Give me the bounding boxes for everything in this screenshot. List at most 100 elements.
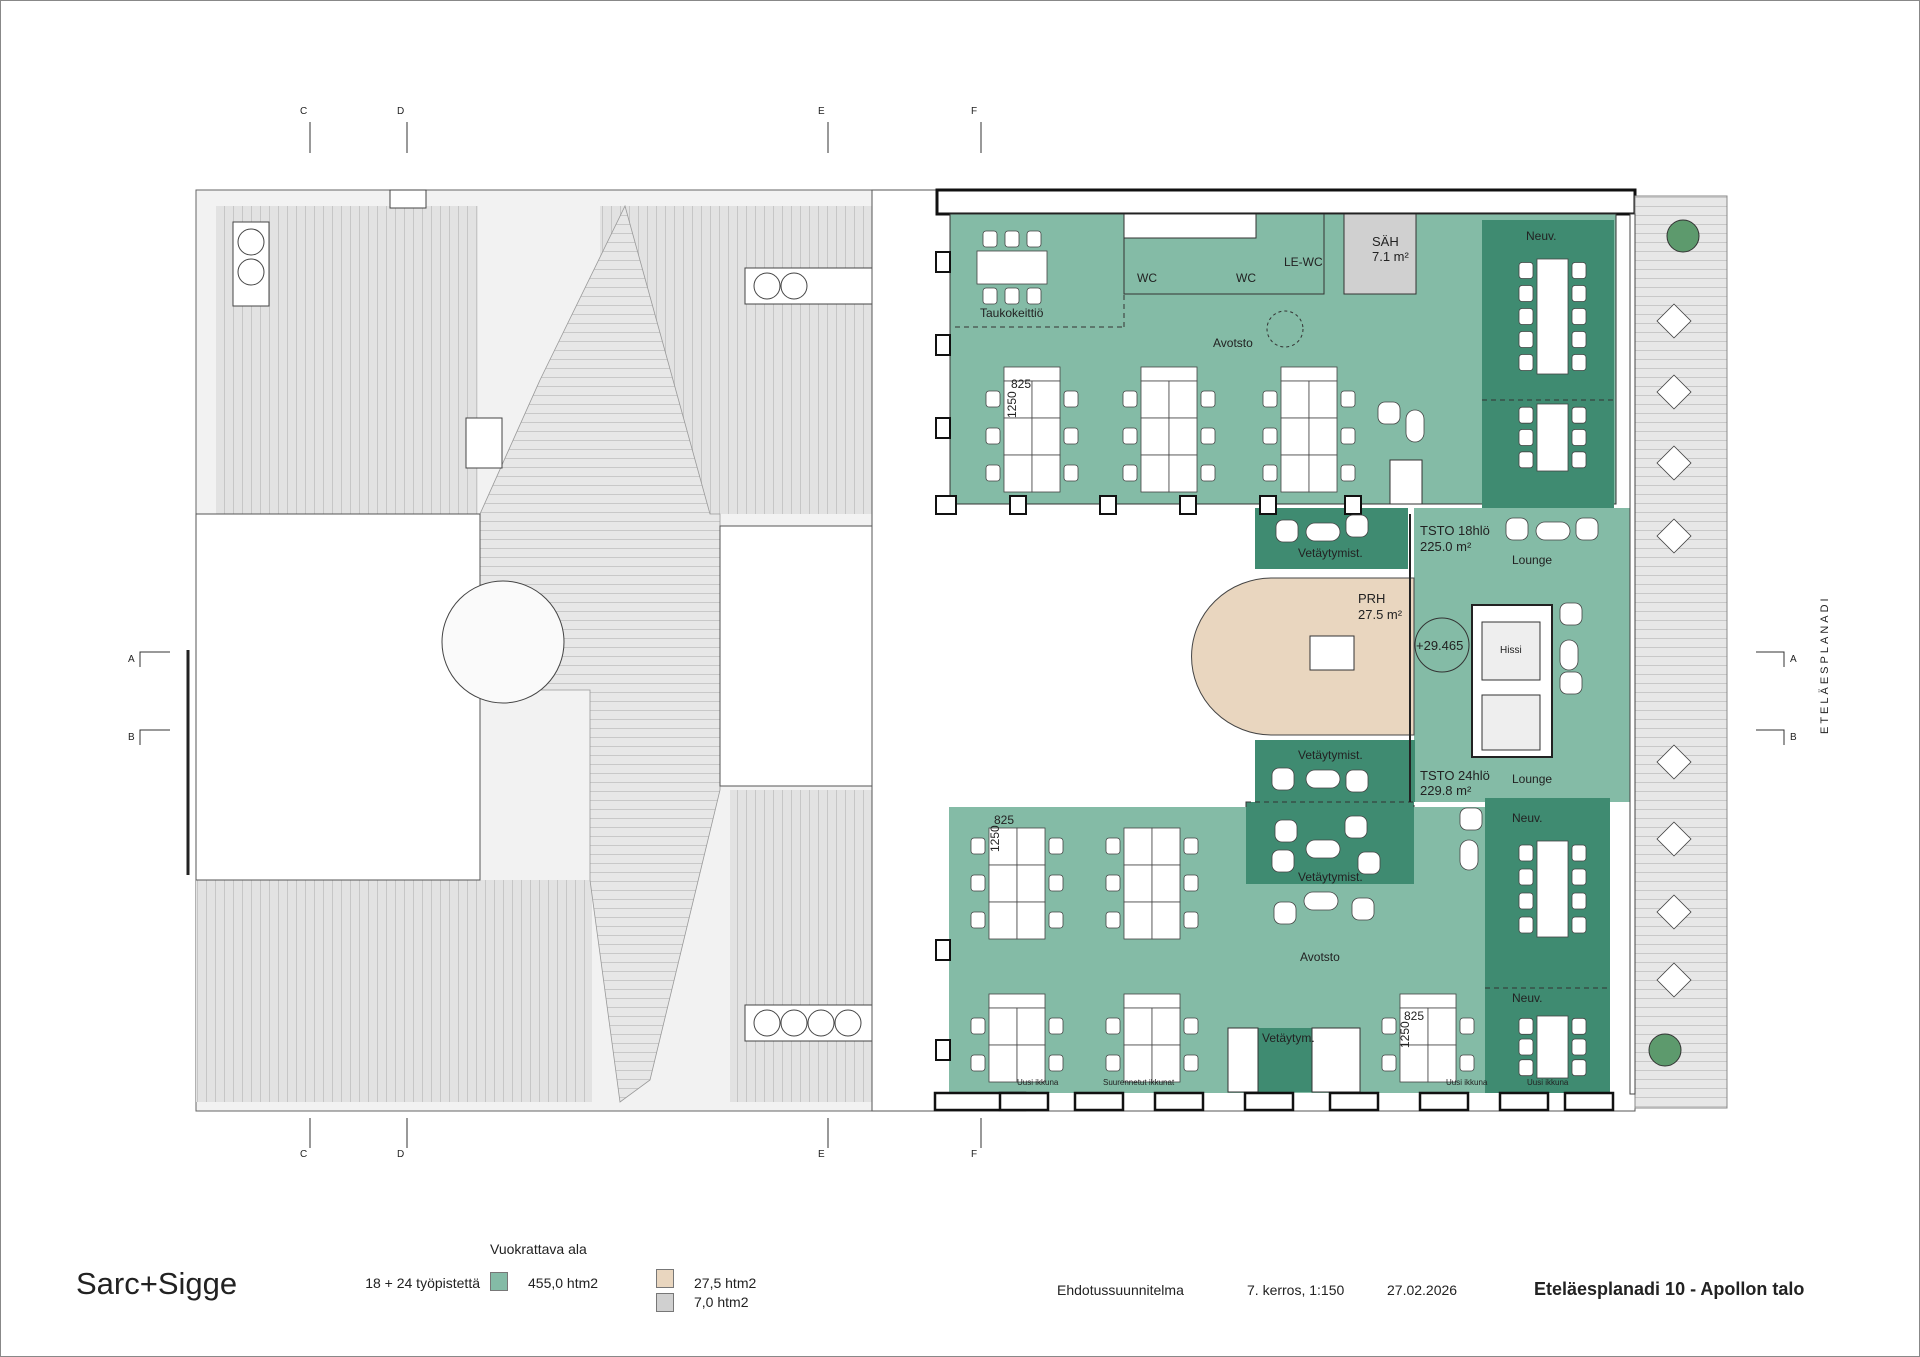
section-label-a: A [128,654,135,665]
window-pier [935,334,951,356]
terrace-table [1656,744,1692,780]
desk [1308,380,1338,419]
plan-type: Ehdotussuunnitelma [1057,1282,1184,1298]
section-label-a: A [1790,654,1797,665]
chair [1571,308,1587,325]
chair [985,390,1001,408]
chair [970,837,986,855]
chair [1518,844,1534,862]
window-note-2: Uusi ikkuna [1446,1078,1488,1087]
label-wc-1: WC [1137,271,1157,285]
desk [1280,380,1310,419]
chair [1122,464,1138,482]
desk [1140,380,1170,419]
desk [1003,417,1033,456]
desk [988,827,1018,866]
window-pier [935,495,957,515]
chair [1571,1017,1587,1035]
lounge-chair [1274,819,1298,843]
desk [1280,417,1310,456]
chair [970,1017,986,1035]
section-label-f: F [971,106,977,117]
label-hissi: Hissi [1500,645,1522,656]
chair [1381,1054,1397,1072]
desk [1280,454,1310,493]
chair [1063,390,1079,408]
lounge-chair [1345,514,1369,538]
chair [1183,874,1199,892]
section-label-e: E [818,106,825,117]
section-label-f: F [971,1149,977,1160]
chair [1571,406,1587,424]
desk [1399,1007,1429,1046]
chair [1183,1017,1199,1035]
chair [1459,1017,1475,1035]
window-note-3: Uusi ikkuna [1527,1078,1569,1087]
chair [1571,262,1587,279]
section-label-c: C [300,1149,307,1160]
chair [1048,837,1064,855]
lounge-chair [1345,769,1369,793]
lounge-table [1559,639,1579,671]
chair [1518,1017,1534,1035]
label-level: +29.465 [1416,638,1463,653]
desk [1123,1044,1153,1083]
chair [1571,285,1587,302]
lounge-chair [1344,815,1368,839]
section-line [1756,729,1785,745]
legend-title: Vuokrattava ala [490,1241,587,1257]
legend-workstations: 18 + 24 työpistettä [365,1275,480,1291]
label-prh: PRH [1358,591,1385,606]
chair [1048,874,1064,892]
terrace-table [1656,445,1692,481]
lounge-table [1305,522,1341,542]
terrace-table [1656,374,1692,410]
label-sah: SÄH [1372,234,1399,249]
window-pier [1073,1091,1125,1112]
desk [1151,901,1181,940]
desk [1140,454,1170,493]
desk [1016,827,1046,866]
desk [1427,1007,1457,1046]
desk [1151,1007,1181,1046]
section-label-e: E [818,1149,825,1160]
terrace-table [1656,894,1692,930]
lounge-chair [1351,897,1375,921]
desk [1123,1007,1153,1046]
chair [970,874,986,892]
label-vetaytym: Vetäytym. [1262,1031,1315,1045]
chair [1518,331,1534,348]
chair [1122,427,1138,445]
window-pier [935,417,951,439]
chair [1105,874,1121,892]
window-pier [935,251,951,273]
chair [1183,911,1199,929]
chair [1518,308,1534,325]
label-vetaytymist-2: Vetäytymist. [1298,748,1363,762]
desk [1308,454,1338,493]
furniture [970,219,1700,1083]
section-line [139,651,170,667]
meeting-table [1536,403,1569,472]
dim-width-3: 825 [1404,1009,1424,1023]
desk [1168,417,1198,456]
label-tsto-18: TSTO 18hlö [1420,523,1490,538]
desk [988,1044,1018,1083]
desk [1151,1044,1181,1083]
lounge-chair [1271,767,1295,791]
label-tsto-24-area: 229.8 m² [1420,783,1472,798]
chair [1026,230,1042,248]
chair [970,1054,986,1072]
terrace-table [1656,518,1692,554]
label-le-wc: LE-WC [1284,255,1323,269]
chair [1340,464,1356,482]
lounge-chair [1357,851,1381,875]
section-label-b: B [128,732,135,743]
label-neuv-2: Neuv. [1512,811,1542,825]
label-vetaytymist-1: Vetäytymist. [1298,546,1363,560]
window-pier [1418,1091,1470,1112]
street-name: ETELÄESPLANADI [1819,595,1831,734]
storage-unit [1399,993,1457,1009]
desk [988,864,1018,903]
